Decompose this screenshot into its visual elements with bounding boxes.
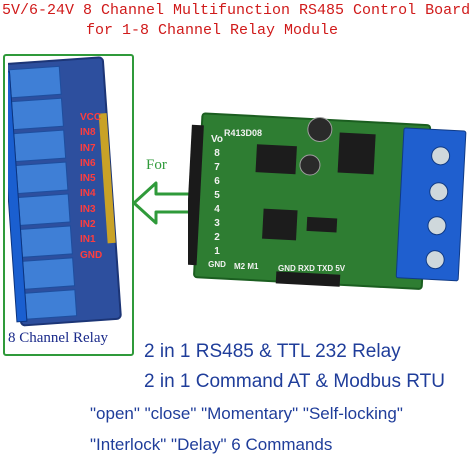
control-board-image — [188, 112, 467, 290]
board-pin-1: 1 — [214, 246, 220, 257]
relay-header-pins — [98, 113, 116, 244]
relay-screw-terminals — [8, 71, 28, 323]
blue-terminal-block — [395, 127, 467, 282]
title-line-2: for 1-8 Channel Relay Module — [86, 22, 339, 39]
left-arrow-icon — [132, 181, 194, 225]
relay-pin-in7: IN7 — [80, 142, 96, 154]
board-pin-2: 2 — [214, 232, 220, 243]
relay-pin-vcc: VCC — [80, 112, 102, 123]
capacitors — [299, 116, 333, 176]
relay-module-frame — [3, 54, 134, 356]
feature-line-2: 2 in 1 Command AT & Modbus RTU — [144, 371, 445, 392]
relay-module-image — [8, 56, 122, 327]
title-line-1: 5V/6-24V 8 Channel Multifunction RS485 C… — [2, 2, 471, 19]
feature-line-3: "open" "close" "Momentary" "Self-locking… — [90, 404, 403, 423]
board-pin-6: 6 — [214, 176, 220, 187]
relay-pin-in4: IN4 — [80, 188, 96, 200]
ic-chips — [255, 132, 376, 241]
relay-pin-list: VCC IN8 IN7 IN6 IN5 IN4 IN3 IN2 IN1 GND — [80, 110, 120, 263]
relay-pin-in8: IN8 — [80, 127, 96, 139]
bottom-header-pins — [275, 271, 341, 287]
relay-blocks — [8, 65, 78, 320]
feature-line-1: 2 in 1 RS485 & TTL 232 Relay — [144, 341, 401, 362]
jumper-label: M2 M1 — [234, 262, 259, 271]
board-pin-8: 8 — [214, 148, 220, 159]
bottom-header-label: GND RXD TXD 5V — [278, 264, 346, 273]
board-pin-vo: Vo — [210, 134, 224, 145]
control-board-pcb — [193, 112, 432, 290]
relay-pin-in3: IN3 — [80, 203, 96, 215]
board-model-label: R413D08 — [224, 128, 263, 138]
for-label: For — [146, 157, 167, 173]
relay-pin-in1: IN1 — [80, 234, 96, 246]
relay-pin-in5: IN5 — [80, 173, 96, 185]
board-side-pin-list: Vo 8 7 6 5 4 3 2 1 GND — [208, 133, 226, 271]
board-pin-5: 5 — [214, 190, 220, 201]
relay-pin-in6: IN6 — [80, 157, 96, 169]
side-header-pins — [188, 124, 204, 266]
board-pin-4: 4 — [214, 204, 220, 215]
feature-line-4: "Interlock" "Delay" 6 Commands — [90, 435, 333, 454]
relay-pin-gnd: GND — [80, 249, 103, 261]
board-pin-gnd: GND — [208, 260, 226, 269]
relay-module-label: 8 Channel Relay — [8, 330, 108, 346]
relay-pin-in2: IN2 — [80, 219, 96, 231]
board-pin-3: 3 — [214, 218, 220, 229]
board-pin-7: 7 — [214, 162, 220, 173]
